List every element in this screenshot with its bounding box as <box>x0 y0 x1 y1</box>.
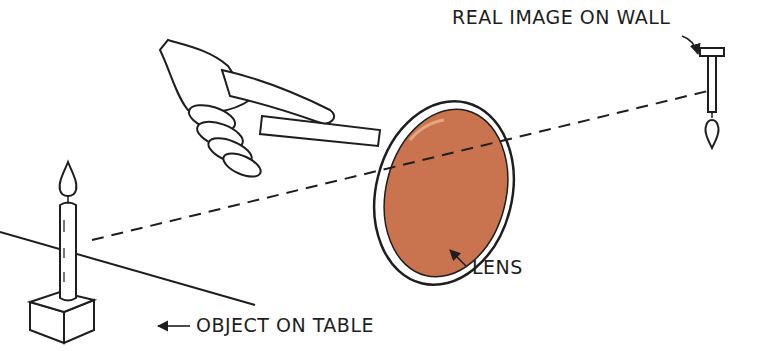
object-label: OBJECT ON TABLE <box>196 314 374 337</box>
hand <box>160 40 380 181</box>
leader-arrow <box>682 36 698 54</box>
candle-flame <box>60 162 77 196</box>
leader-arrow <box>450 250 466 266</box>
lens-label: LENS <box>472 256 523 279</box>
lens <box>356 86 533 299</box>
light-ray <box>92 90 712 240</box>
real-image <box>700 48 724 148</box>
table-edge <box>0 232 255 305</box>
candle <box>60 162 77 301</box>
leader-arrow <box>158 325 190 327</box>
thumb <box>222 70 334 123</box>
image-label: REAL IMAGE ON WALL <box>452 6 670 29</box>
